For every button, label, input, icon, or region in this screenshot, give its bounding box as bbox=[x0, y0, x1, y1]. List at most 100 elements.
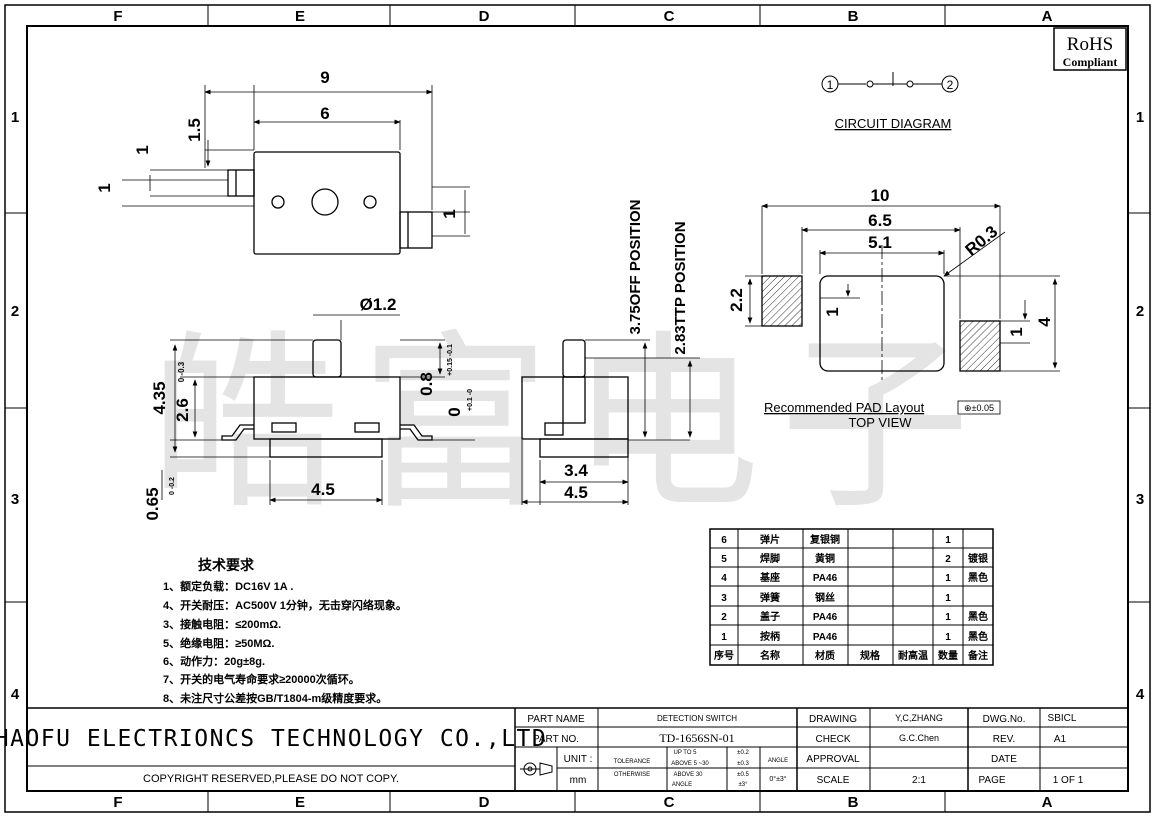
bom-header: 数量 bbox=[938, 649, 958, 662]
switch-top-view bbox=[122, 85, 470, 255]
bom-cell: PA46 bbox=[813, 573, 838, 584]
bom-cell: 1 bbox=[945, 612, 951, 623]
bom-cell: 4 bbox=[721, 573, 727, 584]
part-name-label: PART NAME bbox=[527, 714, 585, 725]
col-label: D bbox=[479, 8, 490, 25]
pad-dim-overall: 10 bbox=[871, 186, 890, 205]
rohs-badge: RoHS Compliant bbox=[1053, 27, 1127, 71]
dim-pin-c: 1 bbox=[440, 209, 459, 218]
dim-travel: 0.8 bbox=[417, 372, 436, 396]
dwg-value: SBICL bbox=[1048, 713, 1077, 724]
tolerance-label: TOLERANCE bbox=[614, 759, 651, 765]
col-label: E bbox=[295, 794, 305, 811]
dim-pin-a: 1 bbox=[133, 145, 152, 154]
dim-end-outer: 4.5 bbox=[564, 483, 588, 502]
requirement-item: 8、未注尺寸公差按GB/T1804-m级精度要求。 bbox=[163, 691, 387, 705]
tol-range: ANGLE bbox=[672, 782, 692, 788]
dim-travel-tol: +0.15 -0.1 bbox=[447, 344, 454, 376]
col-label: F bbox=[113, 794, 122, 811]
pad-dim-radius: R0.3 bbox=[962, 222, 1002, 260]
bom-header: 名称 bbox=[760, 649, 780, 662]
tol-value: ±0.2 bbox=[737, 750, 749, 756]
dim-lever: 1.5 bbox=[185, 118, 204, 142]
bom-header: 规格 bbox=[860, 649, 881, 662]
dim-side-width: 4.5 bbox=[311, 480, 335, 499]
tol-value: ±0.3 bbox=[737, 761, 749, 767]
page-label: PAGE bbox=[978, 775, 1005, 786]
circuit-pin-2: 2 bbox=[947, 78, 954, 92]
col-label: A bbox=[1042, 8, 1053, 25]
pad-dim-pad-height: 2.2 bbox=[727, 288, 746, 312]
part-no: TD-1656SN-01 bbox=[659, 731, 734, 745]
bom-cell: PA46 bbox=[813, 612, 838, 623]
bom-header: 耐高温 bbox=[898, 649, 928, 662]
circuit-diagram bbox=[821, 72, 959, 93]
bom-cell: PA46 bbox=[813, 632, 838, 643]
bom-cell: 按柄 bbox=[760, 630, 780, 643]
bom-header: 材质 bbox=[815, 649, 835, 662]
bom-table bbox=[709, 528, 994, 666]
tol-value: ±3° bbox=[738, 782, 748, 788]
bom-cell: 黑色 bbox=[968, 630, 988, 643]
bom-cell: 1 bbox=[945, 632, 951, 643]
bom-cell: 1 bbox=[945, 573, 951, 584]
bom-cell: 6 bbox=[721, 535, 727, 546]
requirement-item: 4、开关耐压：AC500V 1分钟，无击穿闪络现象。 bbox=[163, 598, 407, 612]
bom-header: 序号 bbox=[714, 649, 734, 662]
pad-dim-gap-a: 1 bbox=[823, 307, 842, 316]
switch-end-view bbox=[521, 339, 700, 505]
requirement-item: 1、额定负载：DC16V 1A . bbox=[163, 579, 293, 593]
dim-body-height: 2.6 bbox=[173, 398, 192, 422]
company-name: HAOFU ELECTRIONCS TECHNOLOGY CO.,LTD bbox=[0, 726, 547, 752]
dim-end-inner: 3.4 bbox=[564, 461, 588, 480]
dim-on-position: 2.83TTP POSITION bbox=[672, 221, 689, 354]
drawing-label: DRAWING bbox=[809, 714, 857, 725]
bom-cell: 1 bbox=[945, 593, 951, 604]
pad-tolerance: ⊕±0.05 bbox=[964, 403, 994, 413]
scale-label: SCALE bbox=[817, 775, 850, 786]
requirement-item: 6、动作力：20g±8g. bbox=[163, 654, 265, 668]
dim-overall-length: 9 bbox=[320, 68, 329, 87]
unit: mm bbox=[570, 775, 587, 786]
watermark: 皓富电子 bbox=[150, 319, 990, 531]
pad-layout bbox=[745, 203, 1060, 380]
scale-value: 2:1 bbox=[912, 775, 926, 786]
bom-cell: 弹片 bbox=[760, 533, 780, 546]
bom-cell: 焊脚 bbox=[760, 552, 780, 565]
rohs-subtitle: Compliant bbox=[1063, 55, 1118, 69]
dwg-label: DWG.No. bbox=[983, 714, 1026, 725]
bom-cell: 镀银 bbox=[968, 552, 989, 565]
part-name: DETECTION SWITCH bbox=[657, 714, 737, 723]
dim-shaft-dia: Ø1.2 bbox=[360, 295, 397, 314]
tech-requirements: 技术要求 1、额定负载：DC16V 1A . 4、开关耐压：AC500V 1分钟… bbox=[163, 557, 407, 705]
rohs-title: RoHS bbox=[1067, 34, 1113, 55]
pad-dim-body: 5.1 bbox=[868, 233, 892, 252]
requirement-item: 7、开关的电气寿命要求≥20000次循环。 bbox=[163, 672, 360, 686]
otherwise-label: OTHERWISE bbox=[614, 772, 650, 778]
tol-value: ±0.5 bbox=[737, 772, 749, 778]
bom-cell: 1 bbox=[721, 632, 727, 643]
bom-cell: 弹簧 bbox=[760, 591, 780, 604]
dim-body-length: 6 bbox=[320, 104, 329, 123]
rev-value: A1 bbox=[1054, 734, 1067, 745]
requirement-item: 5、绝缘电阻：≥50MΩ. bbox=[163, 636, 274, 650]
col-label: F bbox=[113, 8, 122, 25]
approval-label: APPROVAL bbox=[806, 754, 860, 765]
bom-cell: 2 bbox=[945, 554, 951, 565]
unit-label: UNIT : bbox=[564, 754, 593, 765]
angle-label: ANGLE bbox=[768, 758, 788, 764]
pad-dim-span: 6.5 bbox=[868, 211, 892, 230]
dim-total-height-tol: 0 -0.3 bbox=[177, 361, 186, 382]
row-label: 3 bbox=[1136, 491, 1144, 508]
row-label: 3 bbox=[11, 491, 19, 508]
dim-total-height: 4.35 bbox=[150, 381, 169, 414]
bom-cell: 黑色 bbox=[968, 571, 988, 584]
dim-base: 0 bbox=[445, 407, 464, 416]
pad-view-label: TOP VIEW bbox=[848, 415, 912, 430]
tol-range: UP TO 5 bbox=[673, 750, 697, 756]
dim-foot-tol: 0 -0.2 bbox=[169, 477, 176, 495]
check-value: G.C.Chen bbox=[899, 733, 939, 743]
